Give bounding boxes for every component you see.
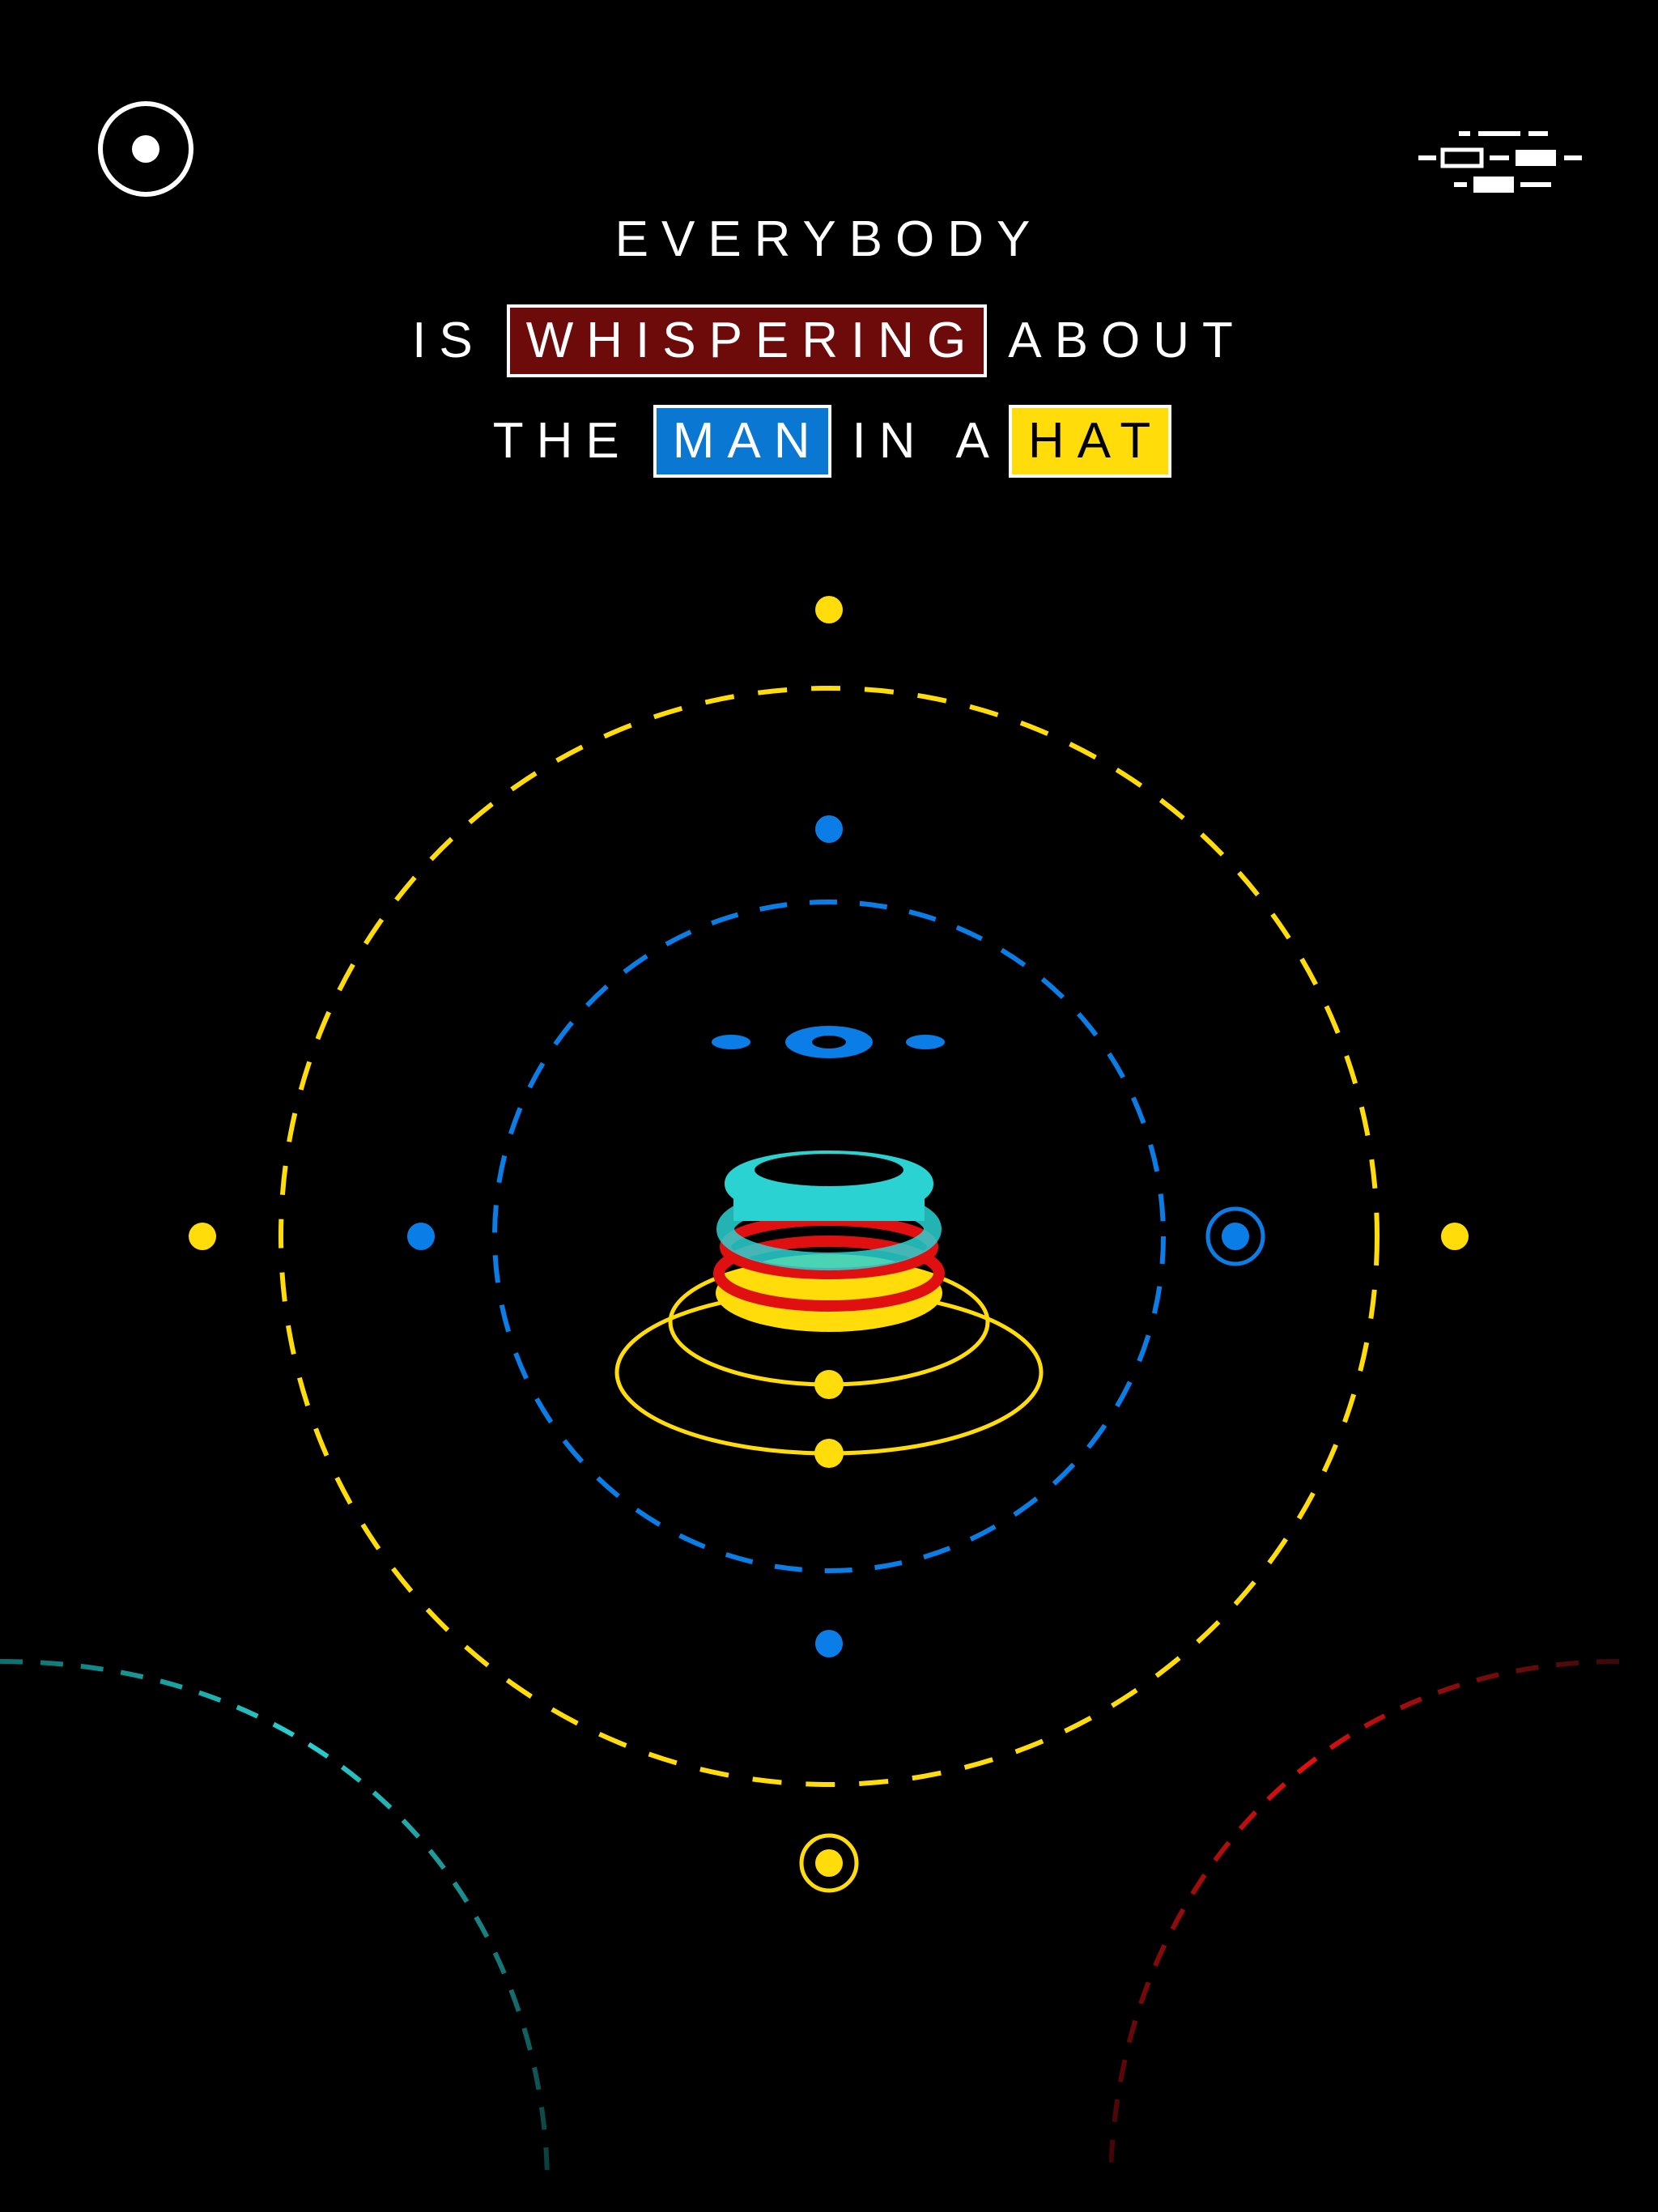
target-circle-icon (98, 101, 193, 197)
yellow-orbit (278, 686, 1380, 1787)
blue-dot-bottom[interactable] (815, 1630, 843, 1657)
blue-disc-right (906, 1035, 945, 1049)
cyan-orbit-arc (0, 1659, 550, 2179)
highlight-whispering: WHISPERING (506, 304, 988, 377)
yellow-dot-right[interactable] (1441, 1223, 1469, 1250)
yellow-dot-left[interactable] (189, 1223, 216, 1250)
word-the: THE (492, 413, 632, 469)
yellow-dot-top[interactable] (815, 596, 843, 623)
hat-brim-dot-outer[interactable] (814, 1439, 844, 1468)
highlight-hat: HAT (1008, 405, 1172, 478)
blue-dot-right-selected[interactable] (1205, 1206, 1265, 1266)
blue-dot-left[interactable] (407, 1223, 435, 1250)
word-about: ABOUT (1008, 313, 1246, 368)
word-is: IS (412, 313, 486, 368)
hat-brim-dot-inner[interactable] (814, 1370, 844, 1399)
title-line-1: EVERYBODY (0, 204, 1658, 275)
blue-disc-left (712, 1035, 750, 1049)
level-menu-icon (1418, 131, 1582, 193)
level-menu-button[interactable] (1418, 126, 1587, 198)
blue-ring-center (785, 1026, 873, 1058)
title-line-3: THE MAN IN A HAT (0, 405, 1658, 478)
word-everybody: EVERYBODY (614, 211, 1044, 267)
word-a: A (955, 413, 1002, 469)
hat-rings (713, 1151, 945, 1332)
target-button[interactable] (97, 100, 194, 198)
title-line-2: IS WHISPERING ABOUT (0, 304, 1658, 377)
blue-orbit (492, 900, 1166, 1573)
red-orbit-arc (1108, 1659, 1620, 2179)
yellow-dot-bottom-selected[interactable] (799, 1833, 859, 1893)
blue-dot-top[interactable] (815, 815, 843, 843)
word-in: IN (852, 413, 929, 469)
highlight-man: MAN (653, 405, 831, 478)
